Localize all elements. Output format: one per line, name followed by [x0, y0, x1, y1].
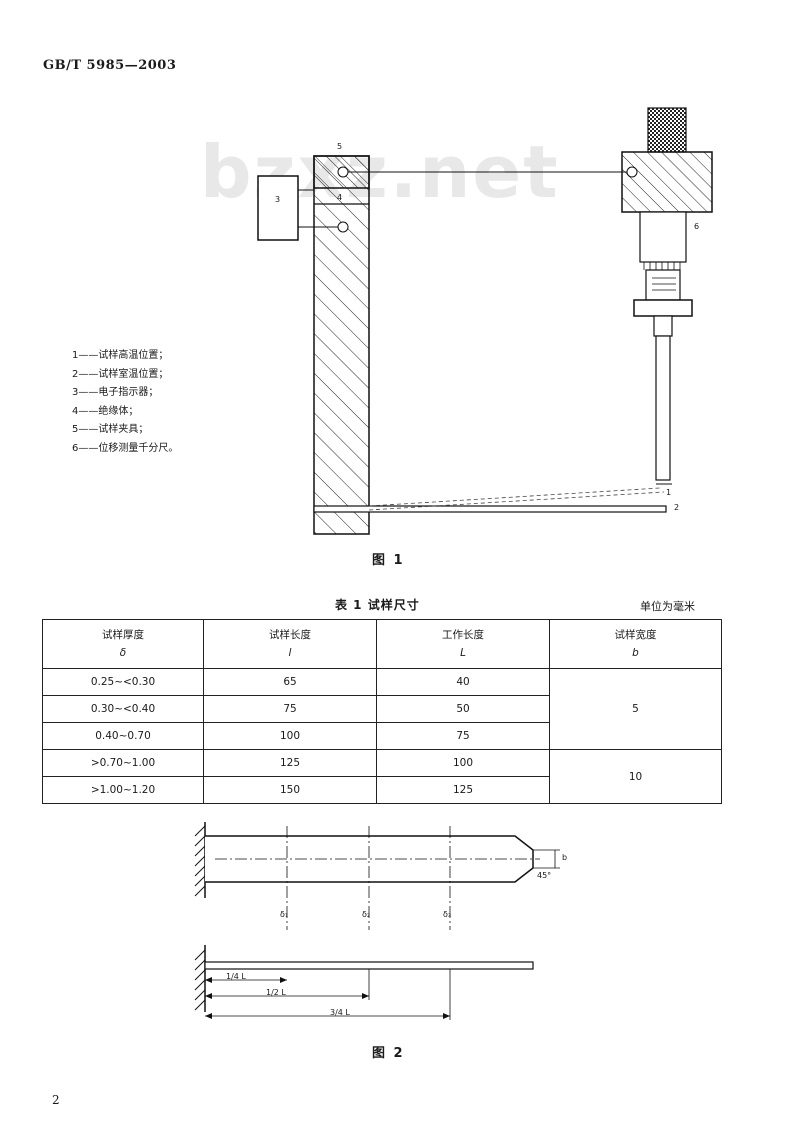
label-delta-1: δ₁	[280, 910, 289, 919]
table-row: >1.00~1.20 150 125	[42, 776, 722, 804]
table-row: >0.70~1.00 125 100 10	[42, 749, 722, 804]
micrometer-knob	[647, 107, 687, 153]
label-three-quarter-L: 3/4 L	[330, 1008, 350, 1017]
table-title: 表 1 试样尺寸	[335, 598, 420, 612]
page-number: 2	[52, 1093, 60, 1107]
legend-item: 6——位移测量千分尺。	[72, 442, 179, 454]
insulator-column	[313, 155, 370, 535]
electronic-indicator	[257, 175, 299, 241]
table-row: 0.25~<0.30 65 40 5	[42, 668, 722, 750]
label-width-b: b	[562, 853, 568, 862]
width-cell: 5	[549, 668, 722, 750]
figure-2-caption: 图 2	[372, 1046, 405, 1061]
label-delta-2: δ₂	[362, 910, 371, 919]
label-half-L: 1/2 L	[266, 988, 286, 997]
legend-item: 5——试样夹具；	[72, 424, 149, 435]
callout-3: 3	[275, 195, 281, 204]
table-unit: 单位为毫米	[640, 600, 695, 613]
legend-item: 1——试样高温位置；	[72, 350, 169, 361]
legend-item: 4——绝缘体；	[72, 405, 139, 417]
width-cell: 10	[549, 749, 722, 804]
callout-4: 4	[337, 193, 343, 202]
figure-2-side-view	[194, 945, 534, 1020]
figure-1-caption: 图 1	[372, 553, 405, 568]
label-quarter-L: 1/4 L	[226, 972, 246, 981]
callout-5: 5	[337, 142, 343, 151]
callout-6: 6	[694, 222, 700, 231]
specimen-room-temp	[313, 505, 667, 513]
table-row: 0.40~0.70 100 75	[42, 722, 722, 750]
label-angle: 45°	[537, 871, 552, 880]
legend-item: 3——电子指示器；	[72, 387, 159, 398]
figure-1-legend: 1——试样高温位置； 2——试样室温位置； 3——电子指示器； 4——绝缘体； …	[72, 347, 178, 458]
callout-2: 2	[674, 503, 680, 512]
legend-item: 2——试样室温位置；	[72, 368, 169, 380]
standard-number: GB/T 5985—2003	[43, 58, 177, 73]
figure-2-top-view	[194, 822, 560, 930]
micrometer-frame	[633, 299, 693, 317]
label-delta-3: δ₃	[443, 910, 452, 919]
micrometer-thimble	[639, 211, 687, 263]
micrometer-spindle	[655, 335, 671, 481]
micrometer-sleeve	[645, 269, 681, 301]
micrometer-head	[621, 151, 713, 213]
callout-1: 1	[666, 488, 672, 497]
